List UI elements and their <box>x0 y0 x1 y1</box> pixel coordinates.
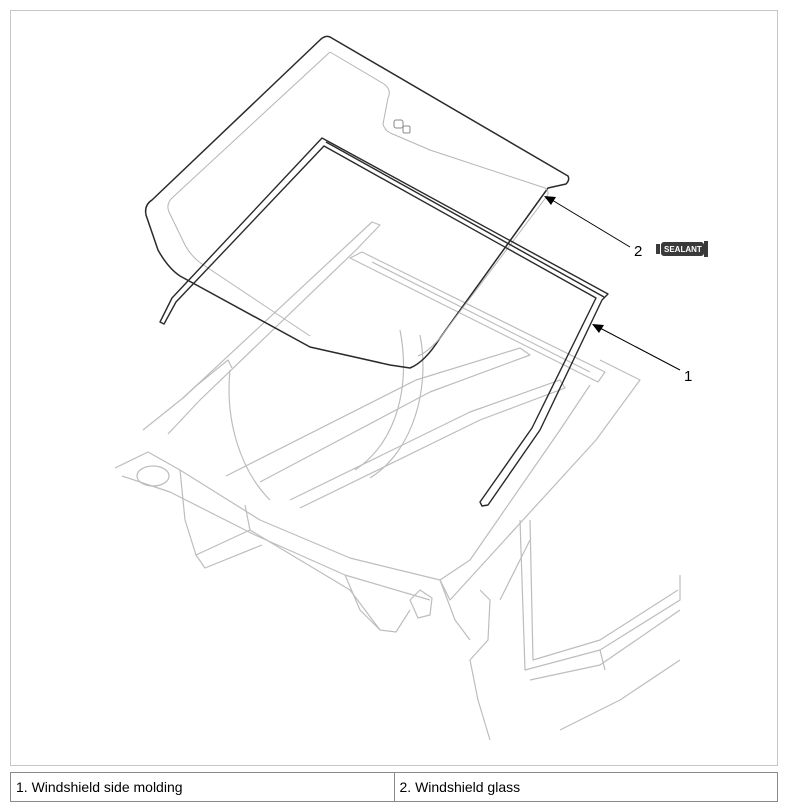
callout-leader-1 <box>592 324 681 371</box>
callout-number-2: 2 <box>634 243 642 260</box>
sealant-tube-icon: SEALANT <box>656 241 708 257</box>
parts-legend-table: 1. Windshield side molding 2. Windshield… <box>10 772 778 802</box>
windshield-diagram: 2 1 SEALANT <box>114 35 708 741</box>
callout-leader-2 <box>544 196 631 248</box>
rain-sensor-icon <box>393 119 411 134</box>
vehicle-body-outline <box>114 221 681 741</box>
legend-row: 1. Windshield side molding 2. Windshield… <box>10 772 778 802</box>
legend-item-windshield-glass: 2. Windshield glass <box>393 772 778 802</box>
legend-item-windshield-side-molding: 1. Windshield side molding <box>10 772 395 802</box>
diagram-frame <box>10 10 778 766</box>
windshield-side-molding <box>159 137 609 507</box>
callout-number-1: 1 <box>684 368 692 385</box>
windshield-glass <box>144 35 570 369</box>
sealant-label: SEALANT <box>664 245 702 254</box>
